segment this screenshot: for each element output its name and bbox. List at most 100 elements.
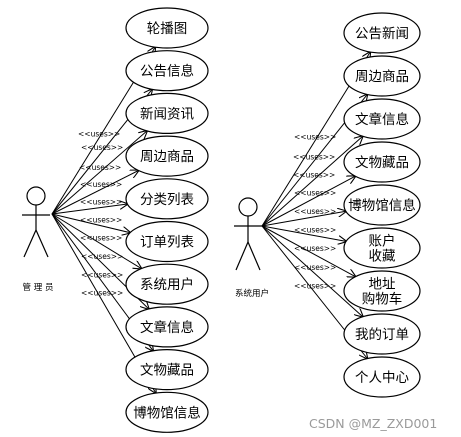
use-case[interactable]: 账户收藏: [343, 227, 421, 269]
use-case-ellipse[interactable]: [343, 184, 421, 226]
watermark: CSDN @MZ_ZXD001: [309, 416, 437, 431]
association-line: [261, 225, 356, 277]
actor-head: [26, 186, 46, 206]
use-case-ellipse[interactable]: [125, 7, 209, 49]
use-case-ellipse[interactable]: [343, 356, 421, 398]
use-case[interactable]: 博物馆信息: [343, 184, 421, 226]
use-case[interactable]: 文物藏品: [343, 141, 421, 183]
use-case-label-line: 个人中心: [355, 370, 409, 386]
use-case-label: 地址购物车: [362, 277, 403, 308]
use-case[interactable]: 轮播图: [125, 7, 209, 49]
use-case-label: 我的订单: [355, 327, 409, 343]
use-case-ellipse[interactable]: [343, 313, 421, 355]
use-case-ellipse[interactable]: [343, 12, 421, 54]
use-case-ellipse[interactable]: [125, 135, 209, 177]
use-case-label-line: 公告新闻: [355, 26, 409, 42]
use-case[interactable]: 分类列表: [125, 178, 209, 220]
use-case-label: 文章信息: [140, 319, 194, 336]
use-case[interactable]: 新闻资讯: [125, 92, 209, 135]
use-case[interactable]: 公告信息: [125, 50, 209, 92]
use-case-ellipse[interactable]: [343, 55, 421, 97]
use-case[interactable]: 文章信息: [125, 306, 209, 348]
use-case-label-line: 博物馆信息: [133, 404, 201, 421]
uses-label: <<uses>>: [294, 132, 336, 141]
use-case-ellipse[interactable]: [125, 391, 209, 433]
uses-label: <<uses>>: [293, 152, 335, 161]
actor-right-leg: [35, 229, 49, 258]
use-case-label-line: 地址: [369, 277, 396, 293]
actor-label: 系统用户: [235, 288, 269, 299]
use-case[interactable]: 地址购物车: [343, 270, 421, 312]
use-case-ellipse[interactable]: [125, 349, 209, 391]
use-case-ellipse[interactable]: [343, 227, 421, 269]
uses-label: <<uses>>: [294, 207, 336, 216]
uses-label: <<uses>>: [294, 263, 336, 272]
use-case[interactable]: 文物藏品: [125, 349, 209, 391]
use-case-label-line: 文章信息: [140, 319, 194, 336]
actor-label: 管 理 员: [23, 282, 54, 293]
association-line: [261, 136, 363, 227]
uses-label: <<uses>>: [81, 143, 123, 152]
use-case-label: 文物藏品: [355, 155, 409, 171]
use-case-ellipse[interactable]: [343, 270, 421, 312]
use-case-label-line: 新闻资讯: [140, 106, 194, 122]
use-case-label: 新闻资讯: [140, 106, 194, 122]
use-case[interactable]: 系统用户: [125, 263, 209, 305]
use-case-label: 个人中心: [355, 370, 409, 386]
association-line: [261, 225, 346, 241]
use-case[interactable]: 订单列表: [125, 220, 209, 263]
use-case-ellipse[interactable]: [125, 306, 209, 348]
uses-label: <<uses>>: [80, 198, 122, 207]
use-case-ellipse[interactable]: [125, 178, 209, 220]
uses-label-layer: <<uses>> <<uses>> <<uses>> <<uses>> <<uses>>…: [78, 130, 336, 298]
use-case-ellipse[interactable]: [125, 263, 209, 305]
use-case-label-line: 轮播图: [147, 21, 188, 37]
association-line: [51, 213, 141, 269]
use-case-ellipse[interactable]: [125, 92, 209, 135]
association-line: [261, 211, 346, 227]
use-case-label: 订单列表: [140, 235, 194, 251]
use-case[interactable]: 文章信息: [343, 98, 421, 140]
use-case-label: 公告信息: [140, 63, 194, 80]
uses-label: <<uses>>: [293, 171, 335, 180]
use-case-label-line: 文物藏品: [355, 155, 409, 171]
use-case[interactable]: 公告新闻: [343, 12, 421, 54]
uses-label: <<uses>>: [78, 130, 120, 139]
use-case-label-line: 系统用户: [140, 276, 194, 293]
association-line: [51, 131, 147, 215]
association-line: [51, 171, 139, 215]
use-case-label: 系统用户: [140, 276, 194, 293]
use-case-ellipse[interactable]: [343, 98, 421, 140]
use-case-label: 账户收藏: [369, 233, 396, 265]
use-case-label-line: 周边商品: [140, 149, 194, 165]
uses-label: <<uses>>: [294, 281, 336, 290]
actor-admin: 管 理 员: [22, 186, 54, 293]
use-case[interactable]: 我的订单: [343, 313, 421, 355]
use-case-layer: 轮播图公告信息新闻资讯周边商品分类列表订单列表系统用户文章信息文物藏品博物馆信息…: [125, 7, 421, 433]
actor-head: [238, 197, 258, 217]
use-case[interactable]: 周边商品: [125, 135, 209, 177]
uses-label: <<uses>>: [294, 226, 336, 235]
use-case-ellipse[interactable]: [343, 141, 421, 183]
actor-left-leg: [23, 229, 37, 258]
uses-label: <<uses>>: [79, 163, 121, 172]
use-case-ellipse[interactable]: [125, 220, 209, 263]
actor-user: 系统用户: [234, 197, 269, 299]
use-case-label-line: 分类列表: [140, 192, 194, 208]
use-case[interactable]: 周边商品: [343, 55, 421, 97]
actor-left-leg: [235, 241, 249, 271]
association-line: [261, 225, 363, 317]
uses-label: <<uses>>: [81, 252, 123, 261]
uses-label: <<uses>>: [80, 180, 122, 189]
use-case-label: 博物馆信息: [133, 404, 201, 421]
use-case-ellipse[interactable]: [125, 50, 209, 92]
actor-right-leg: [247, 241, 261, 271]
use-case-label: 公告新闻: [355, 26, 409, 42]
use-case-label: 周边商品: [140, 149, 194, 165]
use-case-label: 博物馆信息: [348, 197, 416, 214]
use-case-label: 分类列表: [140, 192, 194, 208]
use-case[interactable]: 个人中心: [343, 356, 421, 398]
use-case[interactable]: 博物馆信息: [125, 391, 209, 433]
uses-label: <<uses>>: [294, 244, 336, 253]
